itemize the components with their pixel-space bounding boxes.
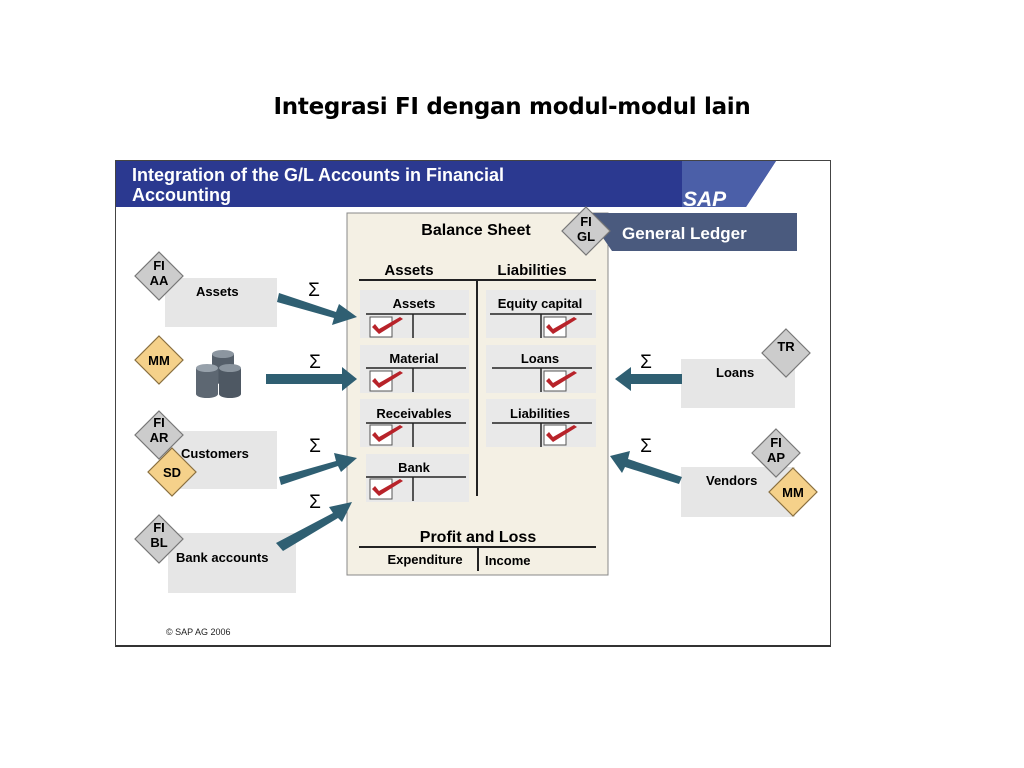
t-account-bank: Bank [366, 454, 469, 502]
badge-fi-aa: FI AA [134, 251, 184, 301]
svg-text:FI: FI [770, 435, 782, 450]
sigma-receivables: Σ [309, 436, 321, 457]
t-account-assets: Assets [360, 290, 469, 338]
svg-text:Liabilities: Liabilities [510, 406, 570, 421]
sap-logo-text: SAP [683, 188, 727, 211]
svg-text:Bank: Bank [398, 460, 431, 475]
t-account-equity-capital: Equity capital [486, 290, 596, 338]
svg-text:SD: SD [163, 465, 181, 480]
svg-text:FI: FI [153, 258, 165, 273]
balance-sheet-title: Balance Sheet [421, 222, 531, 239]
banner-title-line2: Accounting [132, 185, 231, 205]
svg-text:AR: AR [150, 430, 169, 445]
t-account-receivables: Receivables [360, 399, 469, 447]
source-box-bank-accounts [168, 533, 296, 593]
badge-mm-right: MM [768, 467, 818, 517]
liabilities-column-header: Liabilities [497, 262, 566, 279]
source-label-assets: Assets [196, 284, 239, 299]
arrow-loans [615, 367, 682, 391]
t-account-loans: Loans [486, 345, 596, 393]
svg-text:MM: MM [148, 353, 170, 368]
arrow-bank [276, 502, 352, 551]
source-label-vendors: Vendors [706, 473, 757, 488]
gl-integration-diagram: Integration of the G/L Accounts in Finan… [115, 160, 831, 647]
svg-text:Material: Material [389, 351, 438, 366]
svg-text:FI: FI [153, 415, 165, 430]
arrow-receivables [279, 453, 357, 485]
diagram-canvas: Integration of the G/L Accounts in Finan… [116, 161, 818, 637]
badge-mm-left: MM [134, 335, 184, 385]
badge-fi-ar: FI AR [134, 410, 184, 460]
arrow-liabilities [610, 451, 682, 484]
title-banner: Integration of the G/L Accounts in Finan… [116, 161, 776, 207]
svg-text:AP: AP [767, 450, 785, 465]
t-account-liabilities: Liabilities [486, 399, 596, 447]
slide-title: Integrasi FI dengan modul-modul lain [273, 94, 751, 120]
svg-text:GL: GL [577, 229, 595, 244]
svg-text:Receivables: Receivables [376, 406, 451, 421]
income-label: Income [485, 553, 531, 568]
sigma-bank: Σ [309, 492, 321, 513]
badge-tr: TR [761, 328, 811, 378]
banner-title-line1: Integration of the G/L Accounts in Finan… [132, 165, 504, 185]
database-icon [196, 350, 241, 398]
sigma-assets: Σ [308, 280, 320, 301]
svg-text:FI: FI [153, 520, 165, 535]
sigma-liabilities: Σ [640, 436, 652, 457]
badge-sd: SD [147, 447, 197, 497]
svg-text:Equity capital: Equity capital [498, 296, 583, 311]
copyright-note: © SAP AG 2006 [166, 627, 231, 637]
badge-fi-bl: FI BL [134, 514, 184, 564]
svg-text:FI: FI [580, 214, 592, 229]
svg-text:TR: TR [777, 339, 795, 354]
assets-column-header: Assets [384, 262, 433, 279]
arrow-material [266, 367, 357, 391]
svg-text:Loans: Loans [521, 351, 559, 366]
svg-text:MM: MM [782, 485, 804, 500]
general-ledger-tab: General Ledger [586, 213, 797, 251]
expenditure-label: Expenditure [387, 552, 462, 567]
svg-text:BL: BL [150, 535, 167, 550]
badge-fi-gl: FI GL [561, 206, 611, 256]
general-ledger-label: General Ledger [622, 224, 747, 243]
svg-text:AA: AA [150, 273, 169, 288]
svg-text:Assets: Assets [393, 296, 436, 311]
arrow-assets [277, 293, 357, 325]
sigma-material: Σ [309, 352, 321, 373]
sap-logo: SAP [682, 161, 776, 211]
sigma-loans: Σ [640, 352, 652, 373]
source-box-assets [165, 278, 277, 327]
source-label-loans: Loans [716, 365, 754, 380]
t-account-material: Material [360, 345, 469, 393]
source-label-customers: Customers [181, 446, 249, 461]
source-label-bank-accounts: Bank accounts [176, 550, 268, 565]
flow-arrows [266, 293, 682, 551]
profit-and-loss-title: Profit and Loss [420, 529, 537, 546]
badge-fi-ap: FI AP [751, 428, 801, 478]
